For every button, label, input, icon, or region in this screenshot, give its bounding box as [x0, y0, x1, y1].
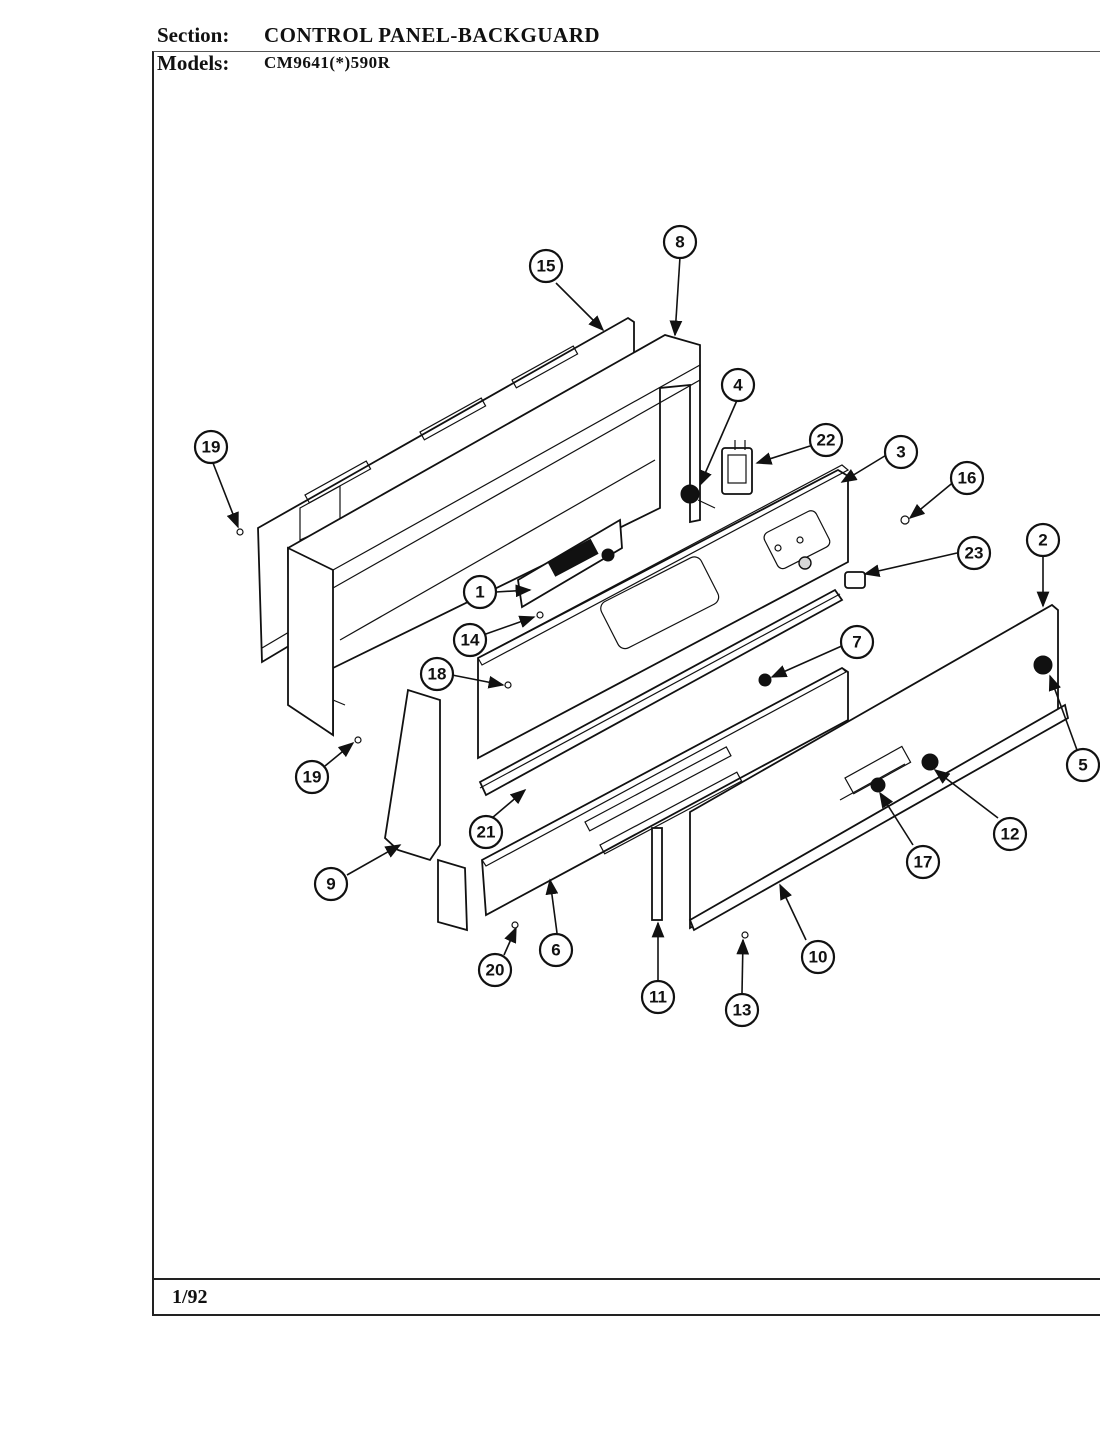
callout-2: 2 — [1025, 522, 1061, 558]
callout-17-label: 17 — [914, 853, 933, 872]
callout-5: 5 — [1065, 747, 1100, 783]
callout-19b: 19 — [294, 759, 330, 795]
callout-1: 1 — [462, 574, 498, 610]
glass-panel — [688, 603, 1070, 932]
callout-8: 8 — [662, 224, 698, 260]
callout-18: 18 — [419, 656, 455, 692]
callout-23-label: 23 — [965, 544, 984, 563]
switch-assembly — [680, 440, 753, 509]
callout-10: 10 — [800, 939, 836, 975]
callout-4-label: 4 — [733, 376, 743, 395]
callout-7: 7 — [839, 624, 875, 660]
section-label: Section: — [157, 23, 230, 47]
clock-timer — [517, 518, 623, 609]
models-value: CM9641(*)590R — [264, 53, 391, 72]
footer-divider — [152, 1278, 1100, 1280]
callout-14: 14 — [452, 622, 488, 658]
callout-22: 22 — [808, 422, 844, 458]
callout-16: 16 — [949, 460, 985, 496]
callout-15: 15 — [528, 248, 564, 284]
callout-6-label: 6 — [551, 941, 560, 960]
callout-3-label: 3 — [896, 443, 905, 462]
callout-6: 6 — [538, 932, 574, 968]
lamp-assembly — [478, 571, 866, 797]
callout-10-label: 10 — [809, 948, 828, 967]
callout-17: 17 — [905, 844, 941, 880]
callout-7-label: 7 — [852, 633, 861, 652]
side-bracket — [384, 688, 468, 932]
callout-9: 9 — [313, 866, 349, 902]
callout-12-label: 12 — [1001, 825, 1020, 844]
callout-2-label: 2 — [1038, 531, 1047, 550]
callout-12: 12 — [992, 816, 1028, 852]
callout-14-label: 14 — [461, 631, 480, 650]
callout-8-label: 8 — [675, 233, 684, 252]
spacer-strip — [651, 827, 663, 921]
callout-21: 21 — [468, 814, 504, 850]
diagram-frame — [152, 51, 1100, 1316]
callout-16-label: 16 — [958, 469, 977, 488]
callout-9-label: 9 — [326, 875, 335, 894]
footer-date: 1/92 — [172, 1286, 208, 1308]
callout-11-label: 11 — [649, 988, 667, 1007]
callout-19a-label: 19 — [202, 438, 221, 457]
callout-5-label: 5 — [1078, 756, 1087, 775]
leader-lines — [212, 256, 1078, 994]
callout-21-label: 21 — [477, 823, 496, 842]
callout-22-label: 22 — [817, 431, 836, 450]
callout-3: 3 — [883, 434, 919, 470]
models-label: Models: — [157, 51, 230, 75]
control-panel — [477, 464, 850, 760]
callout-1-label: 1 — [475, 583, 484, 602]
section-title: CONTROL PANEL-BACKGUARD — [264, 23, 601, 47]
backguard-frame — [287, 334, 701, 737]
callout-13: 13 — [724, 992, 760, 1028]
callout-19b-label: 19 — [303, 768, 322, 787]
callout-18-label: 18 — [428, 665, 447, 684]
callout-13-label: 13 — [733, 1001, 752, 1020]
callout-15-label: 15 — [537, 257, 556, 276]
callout-23: 23 — [956, 535, 992, 571]
callout-20: 20 — [477, 952, 513, 988]
callout-19a: 19 — [193, 429, 229, 465]
vent-slots — [584, 746, 743, 855]
callout-20-label: 20 — [486, 961, 505, 980]
callout-4: 4 — [720, 367, 756, 403]
callout-11: 11 — [640, 979, 676, 1015]
vent-trim-panel — [481, 666, 849, 917]
